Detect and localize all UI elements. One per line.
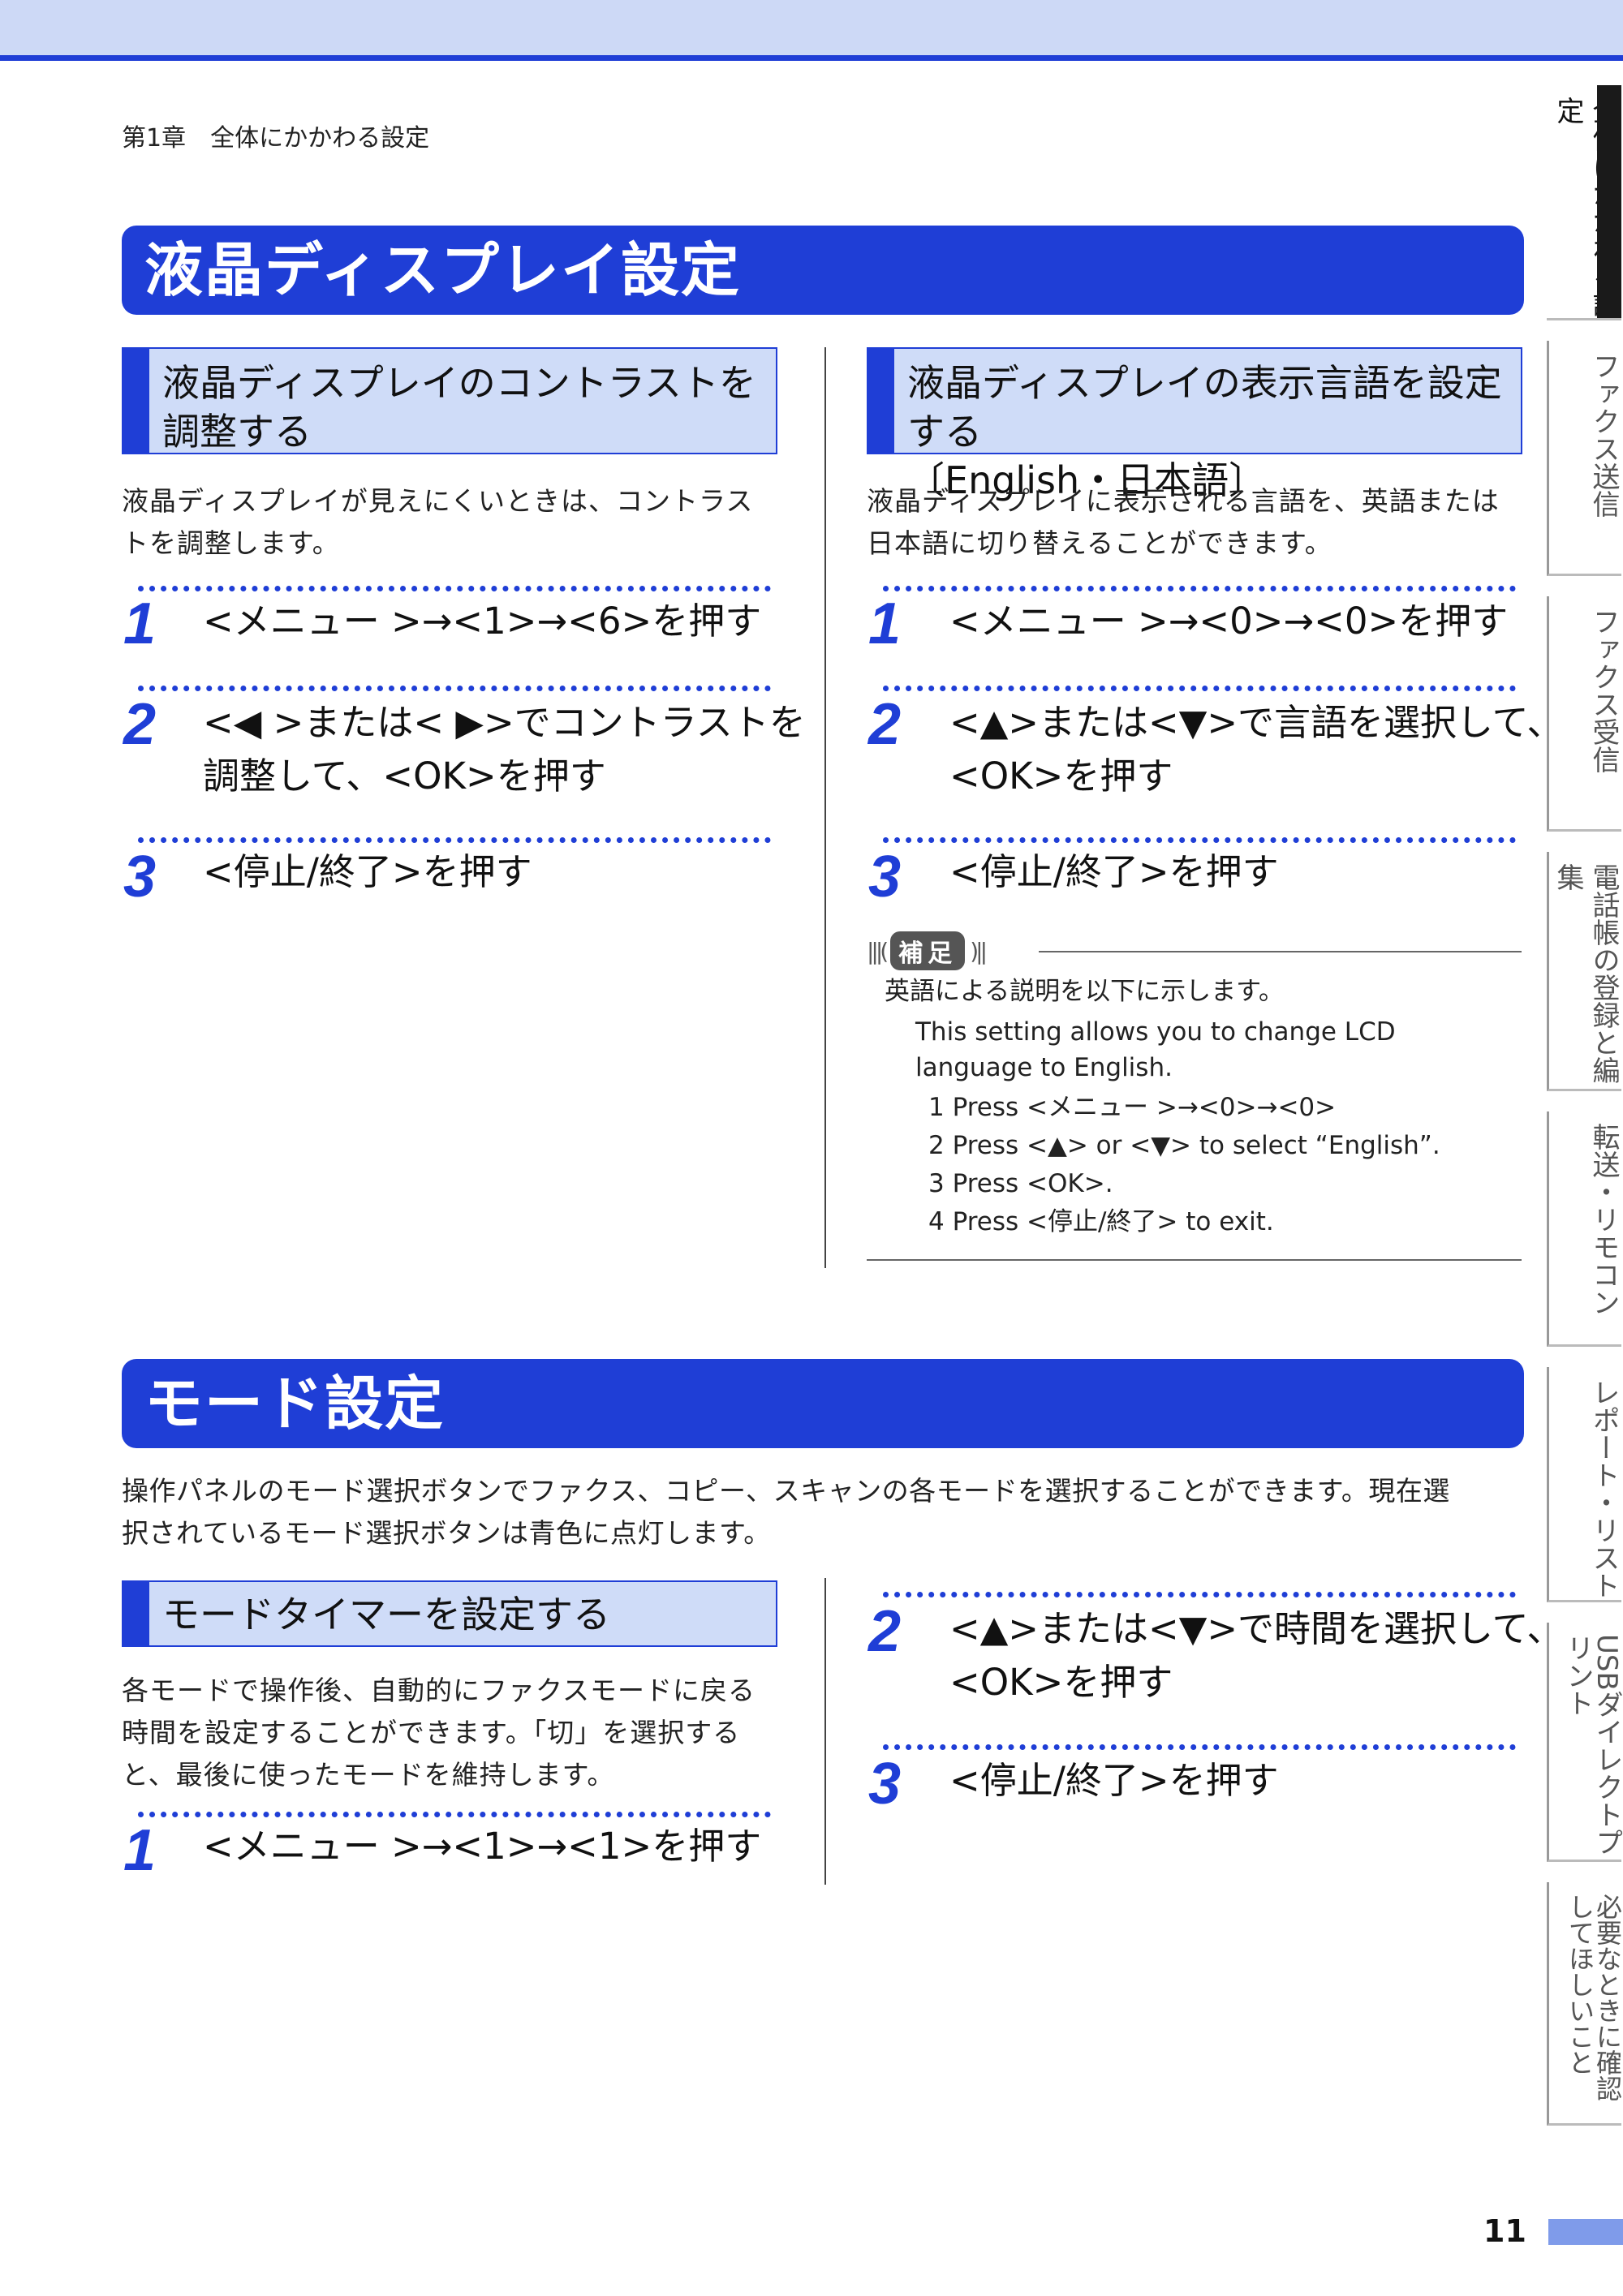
note-label: 補足 — [890, 931, 966, 970]
step-instruction: <メニュー >→<0>→<0>を押す — [949, 595, 1508, 648]
top-bar — [0, 0, 1623, 57]
step-number: 3 — [123, 845, 157, 909]
step-number: 1 — [868, 591, 902, 656]
wave-left-icon: |||( — [867, 937, 889, 965]
side-tab-fax-receive[interactable]: ファクス受信 — [1547, 596, 1621, 832]
note-line: language to English. — [915, 1053, 1173, 1082]
note-english: This setting allows you to change LCD la… — [915, 1014, 1396, 1086]
desc-line: 日本語に切り替えることができます。 — [867, 527, 1332, 559]
desc-line: 時間を設定することができます。「切」を選択する — [122, 1717, 741, 1748]
side-tab-label: ファクス送信 — [1587, 352, 1620, 518]
step-instruction: <停止/終了>を押す — [949, 1754, 1279, 1808]
subsection-title-line: 〔English・日本語〕 — [907, 458, 1267, 502]
subsection-title-line: 調整する — [162, 410, 312, 454]
note-line: This setting allows you to change LCD — [915, 1017, 1396, 1047]
contrast-description: 液晶ディスプレイが見えにくいときは、コントラス トを調整します。 — [122, 480, 787, 565]
subsection-title-timer: モードタイマーを設定する — [122, 1580, 777, 1647]
side-tab-troubleshooting[interactable]: 必要なときに確認してほしいこと — [1547, 1882, 1623, 2126]
side-tab-label: ファクス受信 — [1587, 608, 1620, 773]
side-tab-label: 全体にかかわる設定 — [1552, 97, 1620, 317]
section-title-lcd: 液晶ディスプレイ設定 — [122, 226, 1524, 315]
step-number: 2 — [868, 1599, 902, 1664]
side-tab-label: 必要なときに確認してほしいこと — [1565, 1894, 1623, 2101]
step-line: <停止/終了>を押す — [949, 1759, 1279, 1802]
step-instruction: <▲>または<▼>で言語を選択して、 <OK>を押す — [949, 696, 1563, 803]
step-line: <OK>を押す — [949, 755, 1173, 798]
wave-right-icon: )|| — [970, 937, 988, 965]
subsection-title-line: 液晶ディスプレイの表示言語を設定する — [907, 361, 1502, 454]
step-number: 2 — [868, 692, 902, 757]
step-line: <メニュー >→<1>→<6>を押す — [203, 600, 762, 643]
step-line: <▲>または<▼>で時間を選択して、 — [949, 1607, 1564, 1650]
side-tab-phonebook[interactable]: 電話帳の登録と編集 — [1547, 852, 1621, 1091]
step-divider — [883, 1744, 1516, 1750]
timer-description: 各モードで操作後、自動的にファクスモードに戻る 時間を設定することができます。「… — [122, 1670, 787, 1796]
desc-line: 各モードで操作後、自動的にファクスモードに戻る — [122, 1675, 756, 1706]
side-tab-label: USBダイレクトプリント — [1561, 1634, 1623, 1856]
note-list-item: 2 Press <▲> or <▼> to select “English”. — [928, 1131, 1440, 1160]
step-divider — [138, 837, 771, 843]
step-instruction: <メニュー >→<1>→<1>を押す — [203, 1820, 761, 1873]
step-instruction: <停止/終了>を押す — [203, 845, 532, 899]
desc-line: 液晶ディスプレイが見えにくいときは、コントラス — [122, 485, 754, 517]
side-tab-general-settings[interactable]: 全体にかかわる設定 — [1547, 85, 1621, 320]
subsection-title-line: 液晶ディスプレイのコントラストを — [162, 361, 756, 405]
section-title-mode: モード設定 — [122, 1359, 1524, 1448]
side-tab-label: レポート・リスト — [1587, 1378, 1620, 1599]
step-number: 2 — [123, 692, 157, 757]
column-divider — [824, 347, 826, 1268]
step-line: <OK>を押す — [949, 1661, 1173, 1704]
step-divider — [883, 837, 1516, 843]
step-instruction: <▲>または<▼>で時間を選択して、 <OK>を押す — [949, 1602, 1563, 1709]
step-line: <▲>または<▼>で言語を選択して、 — [949, 701, 1564, 744]
subsection-title-contrast: 液晶ディスプレイのコントラストを 調整する — [122, 347, 777, 454]
step-divider — [883, 686, 1516, 691]
step-line: <停止/終了>を押す — [203, 850, 532, 893]
note-intro: 英語による説明を以下に示します。 — [885, 977, 1284, 1006]
step-number: 3 — [868, 845, 902, 909]
note-list-item: 4 Press <停止/終了> to exit. — [928, 1207, 1274, 1236]
side-tab-fax-send[interactable]: ファクス送信 — [1547, 341, 1621, 576]
step-line: <メニュー >→<0>→<0>を押す — [949, 600, 1509, 643]
page-number-bar — [1548, 2219, 1623, 2245]
language-description: 液晶ディスプレイに表示される言語を、英語または 日本語に切り替えることができます… — [867, 480, 1532, 565]
note-list-item: 1 Press <メニュー >→<0>→<0> — [928, 1093, 1337, 1122]
side-tab-label: 転送・リモコン — [1587, 1123, 1620, 1316]
column-divider — [824, 1578, 826, 1885]
step-line: <◀ >または< ▶>でコントラストを — [203, 701, 806, 744]
top-rule — [0, 55, 1623, 61]
side-tab-forward-remote[interactable]: 転送・リモコン — [1547, 1111, 1621, 1347]
desc-line: トを調整します。 — [122, 527, 340, 559]
note-list: 1 Press <メニュー >→<0>→<0> 2 Press <▲> or <… — [928, 1089, 1440, 1241]
chapter-label: 第1章 全体にかかわる設定 — [122, 124, 430, 153]
step-divider — [138, 1812, 771, 1817]
desc-line: 操作パネルのモード選択ボタンでファクス、コピー、スキャンの各モードを選択すること… — [122, 1475, 1450, 1507]
note-bottom-rule — [867, 1259, 1522, 1261]
side-tab-label: 電話帳の登録と編集 — [1552, 863, 1620, 1084]
note-badge: |||( 補足 )|| — [867, 931, 988, 970]
step-divider — [883, 1592, 1516, 1597]
step-instruction: <停止/終了>を押す — [949, 845, 1279, 899]
mode-description: 操作パネルのモード選択ボタンでファクス、コピー、スキャンの各モードを選択すること… — [122, 1470, 1526, 1554]
step-divider — [138, 686, 771, 691]
side-tab-usb-direct-print[interactable]: USBダイレクトプリント — [1547, 1623, 1623, 1862]
note-list-item: 3 Press <OK>. — [928, 1169, 1113, 1198]
page-number: 11 — [1483, 2213, 1526, 2249]
side-tab-report-list[interactable]: レポート・リスト — [1547, 1367, 1621, 1602]
step-number: 1 — [123, 591, 157, 656]
desc-line: 液晶ディスプレイに表示される言語を、英語または — [867, 485, 1500, 517]
step-line: <停止/終了>を押す — [949, 850, 1279, 893]
step-instruction: <メニュー >→<1>→<6>を押す — [203, 595, 761, 648]
step-divider — [883, 586, 1516, 591]
step-line: <メニュー >→<1>→<1>を押す — [203, 1825, 762, 1868]
subsection-title-language: 液晶ディスプレイの表示言語を設定する 〔English・日本語〕 — [867, 347, 1522, 502]
step-number: 1 — [123, 1818, 157, 1883]
note-rule — [1039, 951, 1522, 952]
step-divider — [138, 586, 771, 591]
step-instruction: <◀ >または< ▶>でコントラストを 調整して、<OK>を押す — [203, 696, 806, 803]
step-number: 3 — [868, 1752, 902, 1817]
step-line: 調整して、<OK>を押す — [203, 755, 606, 798]
desc-line: と、最後に使ったモードを維持します。 — [122, 1759, 615, 1791]
desc-line: 択されているモード選択ボタンは青色に点灯します。 — [122, 1517, 771, 1549]
